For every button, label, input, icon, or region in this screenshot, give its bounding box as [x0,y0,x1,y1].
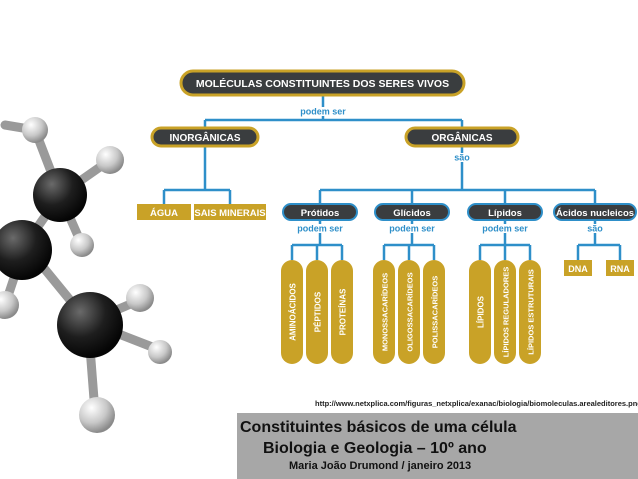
connector-lines [162,95,622,260]
link-lipidos: podem ser [482,224,528,234]
inorganicas-label: INORGÂNICAS [169,131,240,144]
node-agua: ÁGUA [137,204,191,220]
molecule-illustration [0,117,172,433]
node-protidos: Prótidos [282,203,358,221]
lipidos-reg-label: LÍPIDOS REGULADORES [502,267,511,357]
aminoacidos-label: AMINOÁCIDOS [289,282,298,340]
sais-label: SAIS MINERAIS [194,208,265,219]
node-oligossacarideos: OLIGOSSACARÍDEOS [398,260,420,364]
dna-label: DNA [568,264,588,274]
protidos-label: Prótidos [301,208,340,219]
node-inorganicas: INORGÂNICAS [150,126,260,148]
node-root: MOLÉCULAS CONSTITUINTES DOS SERES VIVOS [179,69,466,97]
rna-label: RNA [610,264,630,274]
link-organicas: são [454,153,470,163]
link-glicidos: podem ser [389,224,435,234]
node-peptidos: PÉPTIDOS [306,260,328,364]
node-monossacarideos: MONOSSACARÍDEOS [373,260,395,364]
node-lipidos-leaf: LÍPIDOS [469,260,491,364]
footer-subtitle: Biologia e Geologia – 10º ano [263,440,487,457]
proteinas-label: PROTEÍNAS [339,288,348,335]
node-glicidos: Glícidos [374,203,450,221]
lipidos-leaf-label: LÍPIDOS [477,295,486,328]
node-rna: RNA [606,260,634,276]
polissacarideos-label: POLISSACARÍDEOS [431,276,440,349]
link-root: podem ser [300,107,346,117]
agua-label: ÁGUA [150,208,178,219]
node-polissacarideos: POLISSACARÍDEOS [423,260,445,364]
monossacarideos-label: MONOSSACARÍDEOS [381,273,390,351]
root-label: MOLÉCULAS CONSTITUINTES DOS SERES VIVOS [196,77,449,90]
footer-author: Maria João Drumond / janeiro 2013 [289,460,472,472]
organicas-label: ORGÂNICAS [431,131,492,144]
node-lipidos: Lípidos [467,203,543,221]
node-organicas: ORGÂNICAS [404,126,520,148]
node-lipidos-estruturais: LÍPIDOS ESTRUTURAIS [519,260,541,364]
lipidos-est-label: LÍPIDOS ESTRUTURAIS [527,269,536,354]
footer-panel: Constituintes básicos de uma célula Biol… [237,413,638,479]
acidos-label: Ácidos nucleicos [556,208,634,219]
node-lipidos-reguladores: LÍPIDOS REGULADORES [494,260,516,364]
node-dna: DNA [564,260,592,276]
link-protidos: podem ser [297,224,343,234]
peptidos-label: PÉPTIDOS [314,291,323,332]
glicidos-label: Glícidos [393,208,430,219]
link-acidos: são [587,224,603,234]
oligossacarideos-label: OLIGOSSACARÍDEOS [406,272,415,351]
node-sais-minerais: SAIS MINERAIS [194,204,266,220]
source-url: http://www.netxplica.com/figuras_netxpli… [315,399,638,408]
node-acidos-nucleicos: Ácidos nucleicos [553,203,637,221]
footer-title: Constituintes básicos de uma célula [240,419,517,436]
node-aminoacidos: AMINOÁCIDOS [281,260,303,364]
lipidos-label: Lípidos [488,208,522,219]
node-proteinas: PROTEÍNAS [331,260,353,364]
